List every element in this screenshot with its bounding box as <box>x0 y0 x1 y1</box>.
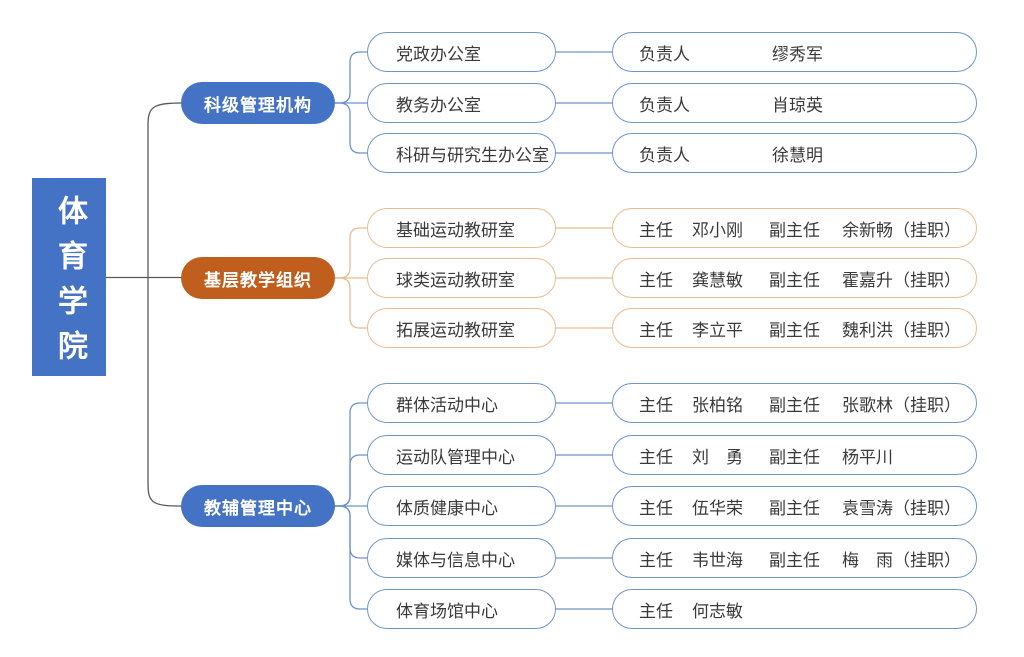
staff-node: 主任 张柏铭 副主任 张歌林（挂职） <box>612 383 977 423</box>
name1: 韦世海 <box>692 550 743 570</box>
role1-label: 主任 <box>639 270 673 290</box>
staff-node: 主任 邓小刚 副主任 余新畅（挂职） <box>612 208 977 248</box>
name1: 李立平 <box>692 320 743 340</box>
branch-teach-label: 基层教学组织 <box>204 270 312 290</box>
unit-label: 体质健康中心 <box>396 498 498 518</box>
name2: 霍嘉升（挂职） <box>842 270 961 290</box>
connector-root-to-admin <box>147 102 182 278</box>
name2: 张歌林（挂职） <box>842 395 961 415</box>
unit-node: 拓展运动教研室 <box>367 308 556 348</box>
unit-node: 基础运动教研室 <box>367 208 556 248</box>
name2: 袁雪涛（挂职） <box>842 498 961 518</box>
name2: 杨平川 <box>842 447 893 467</box>
role2-label: 副主任 <box>769 270 820 290</box>
name1: 何志敏 <box>692 601 743 621</box>
unit-node: 球类运动教研室 <box>367 258 556 298</box>
unit-node: 教务办公室 <box>367 83 556 123</box>
role1-label: 负责人 <box>639 44 690 64</box>
staff-node: 主任 伍华荣 副主任 袁雪涛（挂职） <box>612 486 977 526</box>
staff-node: 主任 何志敏 <box>612 589 977 629</box>
unit-node: 群体活动中心 <box>367 383 556 423</box>
unit-label: 球类运动教研室 <box>396 270 515 290</box>
name1: 龚慧敏 <box>692 270 743 290</box>
unit-label: 党政办公室 <box>396 44 481 64</box>
root-node: 体育学院 <box>32 178 106 376</box>
staff-node: 主任 龚慧敏 副主任 霍嘉升（挂职） <box>612 258 977 298</box>
role1-label: 主任 <box>639 320 673 340</box>
unit-node: 体质健康中心 <box>367 486 556 526</box>
branch-admin-label: 科级管理机构 <box>204 95 312 115</box>
name1: 缪秀军 <box>772 44 823 64</box>
role1-label: 主任 <box>639 395 673 415</box>
staff-node: 主任 李立平 副主任 魏利洪（挂职） <box>612 308 977 348</box>
root-connectors <box>106 102 182 507</box>
unit-node: 运动队管理中心 <box>367 435 556 475</box>
unit-label: 体育场馆中心 <box>396 601 498 621</box>
unit-label: 拓展运动教研室 <box>396 320 515 340</box>
branch-teach: 基层教学组织 <box>181 257 335 299</box>
aux-connectors <box>335 402 612 610</box>
role1-label: 负责人 <box>639 145 690 165</box>
role1-label: 主任 <box>639 447 673 467</box>
role1-label: 主任 <box>639 220 673 240</box>
name1: 徐慧明 <box>772 145 823 165</box>
role1-label: 主任 <box>639 550 673 570</box>
connector-root-to-aux <box>147 277 182 507</box>
unit-node: 党政办公室 <box>367 32 556 72</box>
name1: 邓小刚 <box>692 220 743 240</box>
role2-label: 副主任 <box>769 395 820 415</box>
name2: 魏利洪（挂职） <box>842 320 961 340</box>
name1: 伍华荣 <box>692 498 743 518</box>
branch-aux-label: 教辅管理中心 <box>204 498 312 518</box>
name1: 刘 勇 <box>692 447 743 467</box>
role1-label: 负责人 <box>639 95 690 115</box>
role2-label: 副主任 <box>769 320 820 340</box>
branch-aux: 教辅管理中心 <box>181 485 335 527</box>
staff-node: 负责人 徐慧明 <box>612 133 977 173</box>
staff-node: 主任 刘 勇 副主任 杨平川 <box>612 435 977 475</box>
role2-label: 副主任 <box>769 550 820 570</box>
name2: 梅 雨（挂职） <box>842 550 961 570</box>
unit-label: 教务办公室 <box>396 95 481 115</box>
unit-label: 群体活动中心 <box>396 395 498 415</box>
unit-label: 科研与研究生办公室 <box>396 145 549 165</box>
branch-admin: 科级管理机构 <box>181 82 335 124</box>
unit-node: 体育场馆中心 <box>367 589 556 629</box>
teach-connectors <box>335 227 612 329</box>
role1-label: 主任 <box>639 601 673 621</box>
staff-node: 主任 韦世海 副主任 梅 雨（挂职） <box>612 538 977 578</box>
name1: 张柏铭 <box>692 395 743 415</box>
name2: 余新畅（挂职） <box>842 220 961 240</box>
admin-connectors <box>335 51 612 154</box>
name1: 肖琼英 <box>772 95 823 115</box>
role2-label: 副主任 <box>769 447 820 467</box>
staff-node: 负责人 缪秀军 <box>612 32 977 72</box>
unit-label: 运动队管理中心 <box>396 447 515 467</box>
role1-label: 主任 <box>639 498 673 518</box>
role2-label: 副主任 <box>769 220 820 240</box>
role2-label: 副主任 <box>769 498 820 518</box>
unit-label: 基础运动教研室 <box>396 220 515 240</box>
staff-node: 负责人 肖琼英 <box>612 83 977 123</box>
unit-node: 科研与研究生办公室 <box>367 133 556 173</box>
unit-node: 媒体与信息中心 <box>367 538 556 578</box>
unit-label: 媒体与信息中心 <box>396 550 515 570</box>
root-title: 体育学院 <box>53 194 86 375</box>
